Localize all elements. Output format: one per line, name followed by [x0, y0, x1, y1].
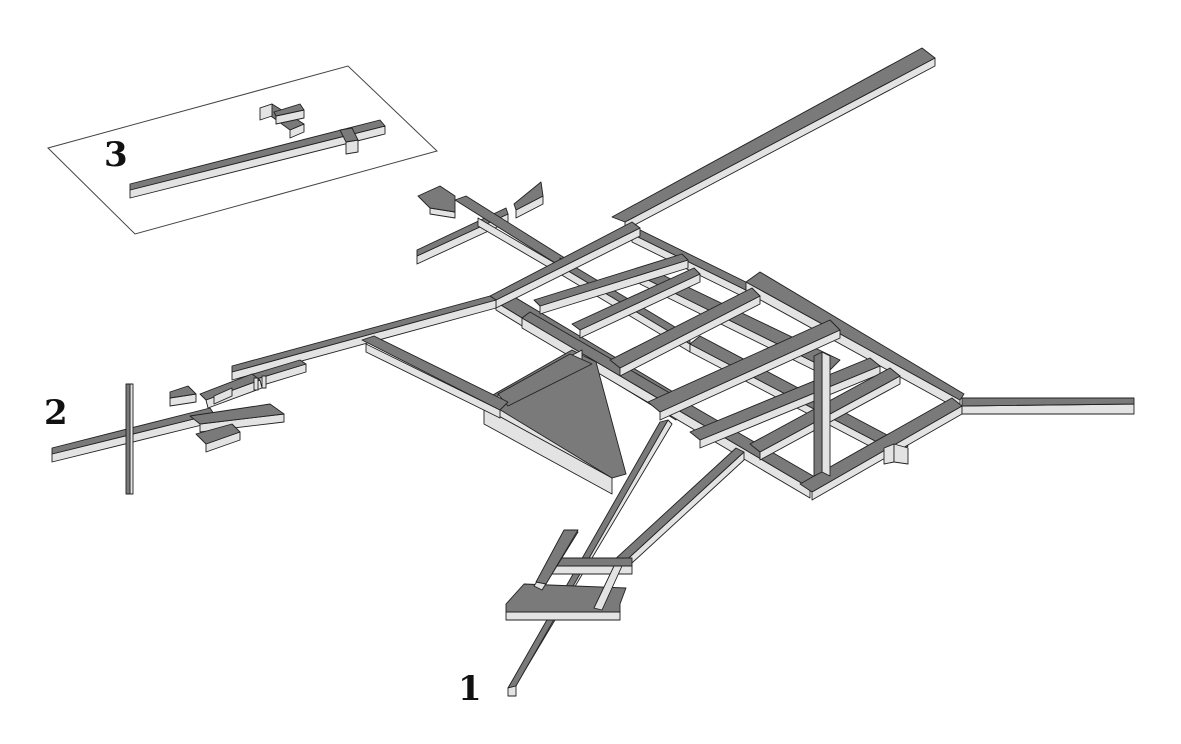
inset-plane — [47, 65, 438, 235]
label-1: 1 — [458, 669, 482, 709]
ne-corridor — [611, 47, 936, 231]
label-3: 3 — [104, 135, 128, 175]
model-2 — [51, 373, 285, 495]
grid-network — [483, 221, 1135, 501]
south-corridors — [507, 419, 745, 697]
upper-cross — [416, 181, 569, 275]
main-passage-system — [51, 47, 1135, 697]
model-3 — [129, 103, 386, 199]
west-corridor — [231, 295, 509, 419]
model-1-frame — [505, 529, 633, 621]
label-2: 2 — [44, 393, 68, 433]
